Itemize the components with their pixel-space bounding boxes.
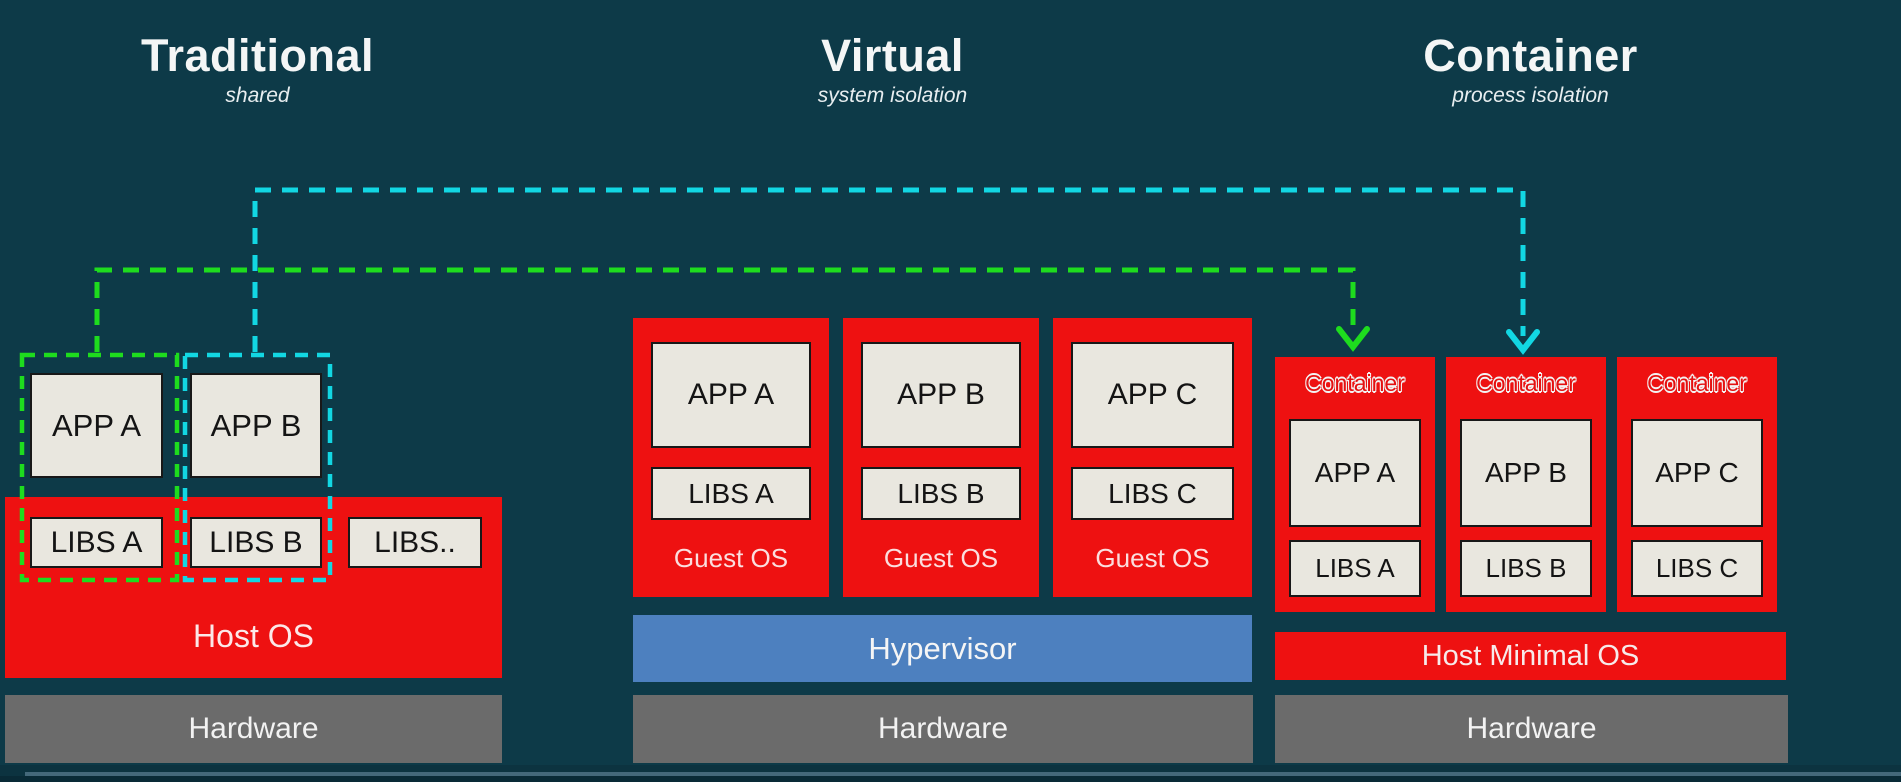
- traditional-hardware-bar: Hardware: [5, 695, 502, 763]
- container-2: Container APP B LIBS B: [1446, 357, 1606, 612]
- traditional-libs-a-box: LIBS A: [30, 517, 163, 568]
- cyan-arrowhead-icon: [1506, 329, 1540, 355]
- host-minimal-os-label: Host Minimal OS: [1421, 639, 1640, 672]
- vm-2-app-box: APP B: [861, 342, 1021, 448]
- vm-1: APP A LIBS A Guest OS: [633, 318, 829, 597]
- container-hardware-bar: Hardware: [1275, 695, 1788, 763]
- traditional-libs-other-box: LIBS..: [348, 517, 482, 568]
- vm-3-libs-box: LIBS C: [1071, 467, 1234, 520]
- virtual-hardware-bar: Hardware: [633, 695, 1253, 763]
- container-2-app-box: APP B: [1460, 419, 1592, 527]
- vm-3-guest-os-label: Guest OS: [1095, 542, 1210, 573]
- container-2-label: Container: [1476, 369, 1576, 396]
- container-title: Container: [1423, 30, 1638, 81]
- traditional-app-a-box: APP A: [30, 373, 163, 478]
- container-3-label: Container: [1647, 369, 1747, 396]
- traditional-subtitle: shared: [225, 84, 290, 107]
- container-1-label: Container: [1305, 369, 1405, 396]
- container-3: Container APP C LIBS C: [1617, 357, 1777, 612]
- virtual-title: Virtual: [821, 30, 964, 81]
- vm-2-libs-box: LIBS B: [861, 467, 1021, 520]
- vm-1-app-box: APP A: [651, 342, 811, 448]
- traditional-app-b-box: APP B: [190, 373, 322, 478]
- container-subtitle: process isolation: [1452, 84, 1609, 107]
- vm-2-guest-os-label: Guest OS: [883, 542, 999, 573]
- vm-3: APP C LIBS C Guest OS: [1053, 318, 1252, 597]
- vm-1-guest-os-label: Guest OS: [673, 542, 789, 573]
- container-1-libs-box: LIBS A: [1289, 540, 1421, 597]
- container-2-libs-box: LIBS B: [1460, 540, 1592, 597]
- vm-1-libs-box: LIBS A: [651, 467, 811, 520]
- vm-2: APP B LIBS B Guest OS: [843, 318, 1039, 597]
- container-1: Container APP A LIBS A: [1275, 357, 1435, 612]
- bottom-divider-line: [25, 772, 1901, 776]
- container-1-app-box: APP A: [1289, 419, 1421, 527]
- traditional-title: Traditional: [140, 30, 375, 81]
- container-3-libs-box: LIBS C: [1631, 540, 1763, 597]
- virtual-subtitle: system isolation: [817, 84, 968, 107]
- container-3-app-box: APP C: [1631, 419, 1763, 527]
- host-minimal-os-bar: Host Minimal OS: [1275, 632, 1786, 680]
- vm-3-app-box: APP C: [1071, 342, 1234, 448]
- traditional-host-os-label: Host OS: [193, 618, 314, 654]
- traditional-libs-b-box: LIBS B: [190, 517, 322, 568]
- bottom-dark-edge: [0, 776, 1901, 782]
- hypervisor-bar: Hypervisor: [633, 615, 1252, 682]
- green-arrowhead-icon: [1336, 326, 1370, 352]
